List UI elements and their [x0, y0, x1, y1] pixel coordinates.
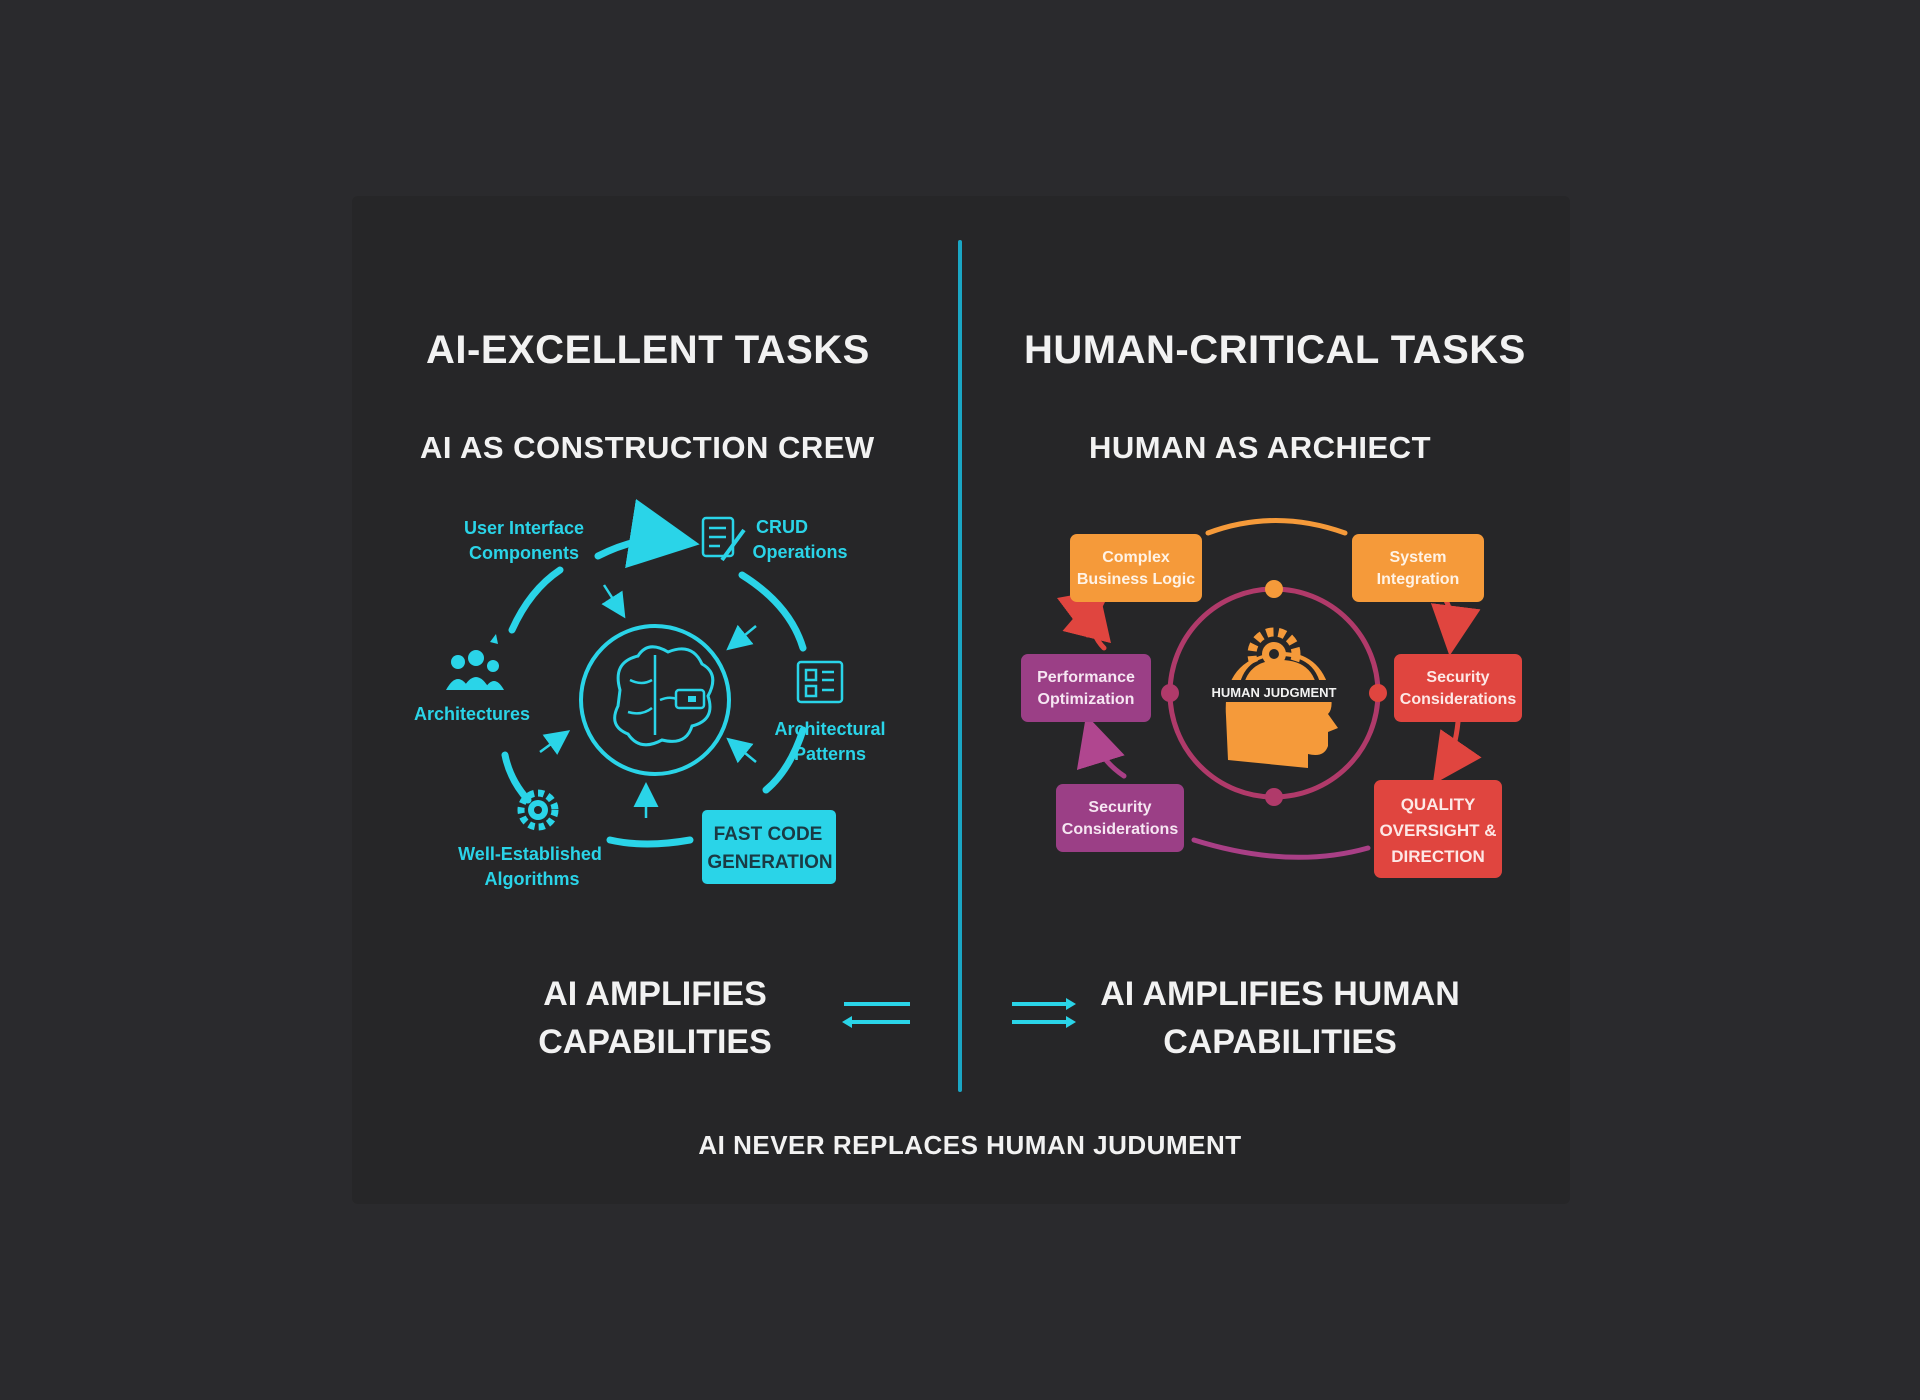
right-subtitle: HUMAN AS ARCHIECT [1088, 430, 1432, 465]
cycle-arc-right-top [738, 571, 807, 652]
svg-text:System: System [1390, 549, 1447, 566]
layout-icon [796, 660, 844, 704]
cycle-arc-left-top [508, 566, 564, 634]
left-subtitle: AI AS CONSTRUCTION CREW [420, 430, 875, 465]
amp-right-line1: AI AMPLIFIES HUMAN [1100, 975, 1460, 1013]
label-ui-components-2: Components [469, 543, 579, 563]
svg-text:Security: Security [1426, 669, 1489, 686]
cycle-arc-top [594, 498, 700, 569]
team-icon [446, 634, 504, 690]
box-security-considerations-left: Security Considerations [1056, 784, 1184, 852]
svg-text:Integration: Integration [1377, 571, 1460, 588]
label-arch-patterns-1: Architectural [774, 719, 885, 739]
label-algorithms-1: Well-Established [458, 844, 602, 864]
svg-text:Optimization: Optimization [1038, 691, 1135, 708]
document-pencil-icon [701, 516, 746, 562]
box-performance-optimization: Performance Optimization [1021, 654, 1151, 722]
svg-text:QUALITY: QUALITY [1401, 795, 1476, 814]
ai-amplifies-left: AI AMPLIFIES CAPABILITIES [500, 970, 810, 1066]
label-algorithms-2: Algorithms [484, 869, 579, 889]
amp-left-line2: CAPABILITIES [538, 1023, 772, 1061]
fast-code-line2: GENERATION [707, 852, 832, 873]
label-arch-patterns-2: Patterns [794, 744, 866, 764]
box-business-logic: Complex Business Logic [1070, 534, 1202, 602]
box-security-considerations-right: Security Considerations [1394, 654, 1522, 722]
human-judgment-label: HUMAN JUDGMENT [1212, 685, 1337, 700]
box-system-integration: System Integration [1352, 534, 1484, 602]
center-divider [958, 240, 962, 1092]
svg-text:Considerations: Considerations [1062, 821, 1179, 838]
left-title: AI-EXCELLENT TASKS [426, 328, 870, 372]
svg-text:Performance: Performance [1037, 669, 1135, 686]
box-quality-oversight: QUALITY OVERSIGHT & DIRECTION [1374, 780, 1502, 878]
inner-arrows [539, 584, 757, 818]
svg-text:OVERSIGHT &: OVERSIGHT & [1379, 821, 1496, 840]
svg-text:Considerations: Considerations [1400, 691, 1517, 708]
svg-text:Business Logic: Business Logic [1077, 571, 1195, 588]
cycle-arc-bottom [606, 836, 694, 848]
svg-text:Complex: Complex [1102, 549, 1170, 566]
brain-icon [579, 624, 731, 776]
cycle-nodes [1161, 580, 1387, 806]
right-title: HUMAN-CRITICAL TASKS [1024, 328, 1526, 372]
human-head-gear-icon: HUMAN JUDGMENT [1206, 627, 1342, 768]
svg-text:Security: Security [1088, 799, 1151, 816]
footer-statement: AI NEVER REPLACES HUMAN JUDUMENT [698, 1130, 1242, 1160]
svg-text:DIRECTION: DIRECTION [1391, 847, 1485, 866]
fast-code-line1: FAST CODE [714, 824, 823, 845]
double-arrow-icon [842, 1002, 910, 1028]
amp-left-line1: AI AMPLIFIES [543, 975, 767, 1013]
label-architectures: Architectures [414, 704, 530, 724]
gear-icon [517, 789, 559, 831]
ai-cycle [501, 498, 807, 848]
cycle-arc-right-bottom [762, 726, 807, 794]
label-crud-2: Operations [752, 542, 847, 562]
label-ui-components-1: User Interface [464, 518, 584, 538]
label-crud-1: CRUD [756, 517, 808, 537]
cycle-arc-left-bottom [501, 751, 532, 804]
fast-code-generation-box: FAST CODE GENERATION [702, 810, 836, 884]
ai-amplifies-right: AI AMPLIFIES HUMAN CAPABILITIES [1090, 970, 1470, 1066]
double-arrow-icon [1012, 998, 1076, 1028]
amp-right-line2: CAPABILITIES [1163, 1023, 1397, 1061]
